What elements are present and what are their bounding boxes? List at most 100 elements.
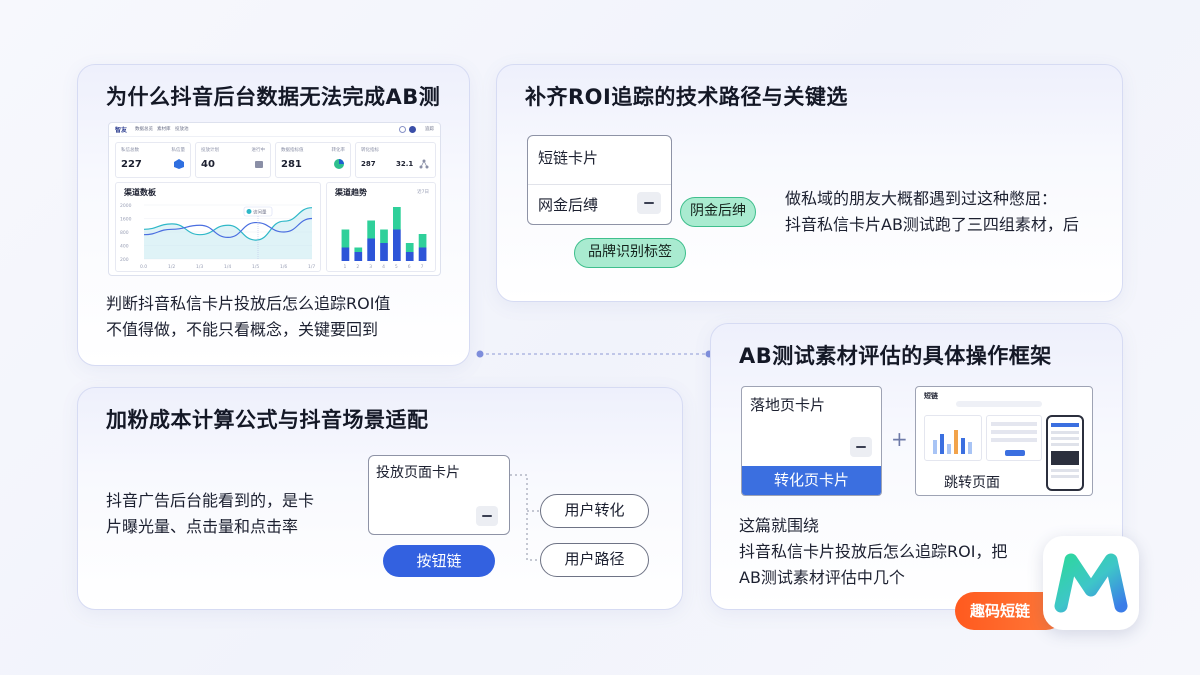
card2-title: 补齐ROI追踪的技术路径与关键选 bbox=[525, 85, 848, 109]
cube-icon bbox=[174, 159, 184, 169]
bar bbox=[405, 252, 414, 261]
stat-label: 投放计划 bbox=[201, 148, 219, 153]
card3-title: 加粉成本计算公式与抖音场景适配 bbox=[106, 408, 429, 432]
stat-tag: 进行中 bbox=[251, 148, 266, 153]
conversion-card-bar[interactable]: 转化页卡片 bbox=[742, 466, 881, 495]
card-action-button[interactable] bbox=[850, 437, 872, 457]
bar bbox=[418, 234, 427, 248]
series-line bbox=[143, 207, 313, 241]
landing-page-card-label: 投放页面卡片 bbox=[376, 465, 460, 481]
x-tick-label: 1/3 bbox=[196, 264, 203, 270]
panel-title: 渠道数板 bbox=[124, 188, 156, 197]
card1-body-line1: 判断抖音私信卡片投放后怎么追踪ROI值 bbox=[106, 294, 391, 313]
card3-body-line2: 片曝光量、点击量和点击率 bbox=[106, 517, 299, 536]
option-user-path[interactable]: 用户路径 bbox=[540, 543, 649, 577]
brand-tag-pill[interactable]: 品牌识别标签 bbox=[574, 238, 686, 268]
x-tick-label: 1/4 bbox=[224, 264, 231, 270]
bar bbox=[393, 229, 401, 261]
stat-card: 转化指标 287 32.1 bbox=[355, 142, 436, 178]
landing-label: 落地页卡片 bbox=[750, 396, 826, 414]
stat-value: 287 bbox=[361, 160, 376, 168]
brand-logo bbox=[1043, 536, 1139, 630]
stat-value: 227 bbox=[121, 159, 142, 170]
stat-label: 私信总数 bbox=[121, 148, 139, 153]
y-tick-label: 400 bbox=[120, 244, 129, 250]
bar bbox=[380, 243, 388, 261]
stat-value: 281 bbox=[281, 159, 302, 170]
stat-value: 40 bbox=[201, 159, 215, 170]
stat-card: 投放计划 进行中 40 bbox=[195, 142, 271, 178]
stat-card: 私信总数 私信量 227 bbox=[115, 142, 191, 178]
notification-icon[interactable] bbox=[399, 126, 406, 133]
network-icon bbox=[419, 159, 429, 169]
bar bbox=[354, 247, 363, 252]
x-tick-label: 0.0 bbox=[140, 264, 147, 270]
redirect-label: 跳转页面 bbox=[944, 475, 1000, 491]
bar bbox=[405, 243, 414, 252]
stat-label: 转化指标 bbox=[361, 148, 379, 153]
bar bbox=[367, 220, 375, 239]
short-link-card-sublabel: 网金后缚 bbox=[538, 196, 599, 214]
bar bbox=[354, 252, 363, 261]
button-link[interactable]: 按钮链 bbox=[383, 545, 495, 577]
redirect-logo: 短链 bbox=[924, 392, 938, 400]
pill-tag-right[interactable]: 阴金后绅 bbox=[680, 197, 756, 227]
landing-page-card[interactable]: 落地页卡片 转化页卡片 bbox=[741, 386, 882, 496]
dashboard-nav-item[interactable]: 素材库 bbox=[157, 127, 171, 132]
y-tick-label: 2000 bbox=[120, 203, 132, 209]
series-line bbox=[143, 217, 313, 239]
y-tick-label: 800 bbox=[120, 230, 129, 236]
card1-body-line2: 不值得做，不能只看概念，关键要回到 bbox=[106, 320, 379, 339]
dashboard-user[interactable]: 追踪 bbox=[425, 127, 434, 132]
redirect-page-card[interactable]: 短链 跳转页面 bbox=[915, 386, 1093, 496]
redirect-form bbox=[986, 415, 1042, 461]
stat-label: 数据指标值 bbox=[281, 148, 304, 153]
card4-title: AB测试素材评估的具体操作框架 bbox=[739, 344, 1052, 368]
x-tick-label: 5 bbox=[395, 264, 398, 270]
plus-icon: + bbox=[891, 427, 908, 451]
phone-mockup bbox=[1046, 415, 1084, 491]
panel-title: 渠道趋势 bbox=[335, 188, 367, 197]
redirect-chart-thumb bbox=[924, 415, 982, 461]
line-chart: 2000 1600 800 400 200 0.0 1/2 1/3 1/4 1/5 1/6 1/7 访问… bbox=[120, 203, 315, 270]
x-tick-label: 7 bbox=[421, 264, 424, 270]
stat-tag: 私信量 bbox=[171, 148, 186, 153]
x-tick-label: 4 bbox=[382, 264, 385, 270]
card3-body-line1: 抖音广告后台能看到的，是卡 bbox=[106, 491, 315, 510]
svg-text:访问量: 访问量 bbox=[253, 209, 267, 216]
x-tick-label: 1/2 bbox=[168, 264, 175, 270]
series-area bbox=[144, 207, 312, 259]
redirect-search-bar bbox=[956, 401, 1042, 407]
bar bbox=[341, 247, 350, 261]
stat-value-secondary: 32.1 bbox=[396, 160, 414, 168]
x-tick-label: 1/5 bbox=[252, 264, 259, 270]
bar bbox=[341, 229, 350, 248]
dashboard-topbar: 智友 数据总览 素材库 投放池 追踪 bbox=[109, 123, 440, 137]
card4-body-line3: AB测试素材评估中几个 bbox=[739, 568, 905, 587]
x-tick-label: 1/7 bbox=[308, 264, 315, 270]
avatar[interactable] bbox=[409, 126, 416, 133]
panel-meta: 近7日 bbox=[417, 190, 429, 195]
m-logo-icon bbox=[1054, 553, 1128, 613]
pie-icon bbox=[334, 159, 344, 169]
mini-bar-chart bbox=[933, 430, 972, 454]
y-tick-label: 1600 bbox=[120, 217, 132, 223]
dashboard-logo: 智友 bbox=[115, 127, 128, 134]
option-user-conversion[interactable]: 用户转化 bbox=[540, 494, 649, 528]
x-tick-label: 6 bbox=[408, 264, 411, 270]
card2-text-line2: 抖音私信卡片AB测试跑了三四组素材，后 bbox=[785, 215, 1079, 234]
y-tick-label: 200 bbox=[120, 257, 129, 263]
short-link-card-label: 短链卡片 bbox=[538, 149, 599, 167]
x-tick-label: 1 bbox=[344, 264, 347, 270]
bar bbox=[367, 238, 375, 261]
dashboard-nav-item[interactable]: 投放池 bbox=[175, 127, 189, 132]
x-tick-label: 3 bbox=[369, 264, 372, 270]
card-action-button[interactable] bbox=[476, 506, 498, 526]
card-action-button[interactable] bbox=[637, 192, 661, 214]
dashboard-nav-item[interactable]: 数据总览 bbox=[135, 127, 153, 132]
line-chart-panel: 渠道数板 2000 1600 800 400 200 0.0 1/2 1/3 1/4 1/5 1/6… bbox=[115, 182, 321, 272]
x-tick-label: 1/6 bbox=[280, 264, 287, 270]
